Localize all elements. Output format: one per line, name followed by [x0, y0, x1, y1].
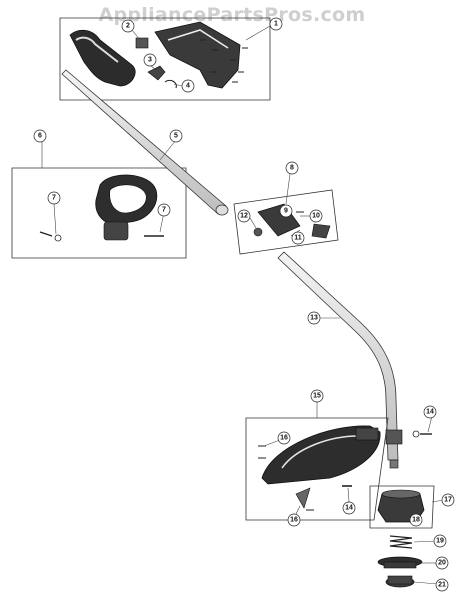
callout-9: 9 — [279, 204, 293, 218]
coupler-knob — [311, 223, 331, 239]
callout-7a-label: 7 — [52, 195, 56, 202]
spring-part — [164, 79, 177, 89]
callout-21-label: 21 — [438, 582, 446, 589]
group-6-outline — [11, 167, 187, 259]
housing-half-right — [154, 21, 241, 89]
group-17-outline — [369, 485, 435, 529]
handle-half-left — [69, 29, 136, 87]
callout-13-label: 13 — [310, 315, 318, 322]
callout-13: 13 — [307, 311, 321, 325]
callout-15: 15 — [310, 389, 324, 403]
callout-14a: 14 — [423, 405, 437, 419]
callout-18-label: 18 — [412, 517, 420, 524]
shaft-clamp — [385, 429, 403, 445]
callout-12-label: 12 — [240, 213, 248, 220]
callout-16b-label: 16 — [290, 517, 298, 524]
callout-11: 11 — [291, 231, 305, 245]
callout-19-label: 19 — [436, 538, 444, 545]
aux-handle-clamp — [103, 221, 129, 241]
callout-19: 19 — [433, 534, 447, 548]
callout-1-label: 1 — [274, 21, 278, 28]
callout-4: 4 — [181, 79, 195, 93]
coupler-group — [233, 189, 339, 255]
callout-6-label: 6 — [38, 133, 42, 140]
callout-17: 17 — [441, 493, 455, 507]
callout-16a: 16 — [277, 431, 291, 445]
watermark: AppliancePartsPros.com — [98, 4, 366, 26]
callout-3-label: 3 — [148, 57, 152, 64]
aux-washer — [54, 234, 62, 242]
callout-11-label: 11 — [294, 235, 302, 242]
callout-18: 18 — [409, 513, 423, 527]
aux-handle-opening — [109, 184, 147, 214]
group-8-outline — [233, 189, 339, 255]
lower-shaft — [277, 251, 403, 469]
callout-2-label: 2 — [126, 23, 130, 30]
callout-14a-label: 14 — [426, 409, 434, 416]
callout-10-label: 10 — [312, 213, 320, 220]
callout-8: 8 — [285, 161, 299, 175]
guard-group — [245, 417, 389, 521]
coupler-nut — [253, 227, 263, 237]
trigger-lever — [147, 65, 166, 81]
handle-highlight — [75, 36, 119, 63]
callout-8-label: 8 — [290, 165, 294, 172]
housing-screws — [200, 39, 248, 83]
spring — [389, 535, 413, 549]
housing-highlight — [167, 29, 229, 49]
line-cutter-blade — [295, 487, 311, 509]
group-1-outline — [59, 17, 271, 101]
callout-16b: 16 — [287, 513, 301, 527]
callout-21: 21 — [435, 578, 449, 592]
drive-tip — [389, 459, 399, 469]
guard-highlight — [281, 435, 359, 469]
callout-5-label: 5 — [174, 133, 178, 140]
callout-4-label: 4 — [186, 83, 190, 90]
callout-10: 10 — [309, 209, 323, 223]
callout-12: 12 — [237, 209, 251, 223]
guard-mount — [355, 427, 379, 441]
aux-bolt — [39, 231, 53, 237]
callout-1: 1 — [269, 17, 283, 31]
callout-9-label: 9 — [284, 208, 288, 215]
switch-part — [135, 37, 149, 49]
callout-7b: 7 — [157, 203, 171, 217]
auxiliary-handle-group — [11, 167, 187, 259]
callout-7a: 7 — [47, 191, 61, 205]
callout-14b-label: 14 — [345, 505, 353, 512]
callout-7b-label: 7 — [162, 207, 166, 214]
bump-knob — [385, 575, 415, 588]
bolt-parts — [342, 430, 432, 487]
spool — [377, 556, 423, 569]
callout-5: 5 — [169, 129, 183, 143]
upper-shaft-end — [215, 204, 229, 216]
handle-housing-group — [59, 17, 271, 101]
callout-15-label: 15 — [313, 393, 321, 400]
spool-housing-group — [369, 485, 435, 529]
callout-20: 20 — [435, 556, 449, 570]
callout-2: 2 — [121, 19, 135, 33]
guard-shell — [261, 425, 381, 485]
callout-17-label: 17 — [444, 497, 452, 504]
callout-14b: 14 — [342, 501, 356, 515]
coupler-housing — [257, 203, 301, 237]
callout-20-label: 20 — [438, 560, 446, 567]
callout-16a-label: 16 — [280, 435, 288, 442]
upper-shaft — [61, 69, 229, 216]
callout-3: 3 — [143, 53, 157, 67]
callout-6: 6 — [33, 129, 47, 143]
group-15-outline — [245, 417, 389, 521]
